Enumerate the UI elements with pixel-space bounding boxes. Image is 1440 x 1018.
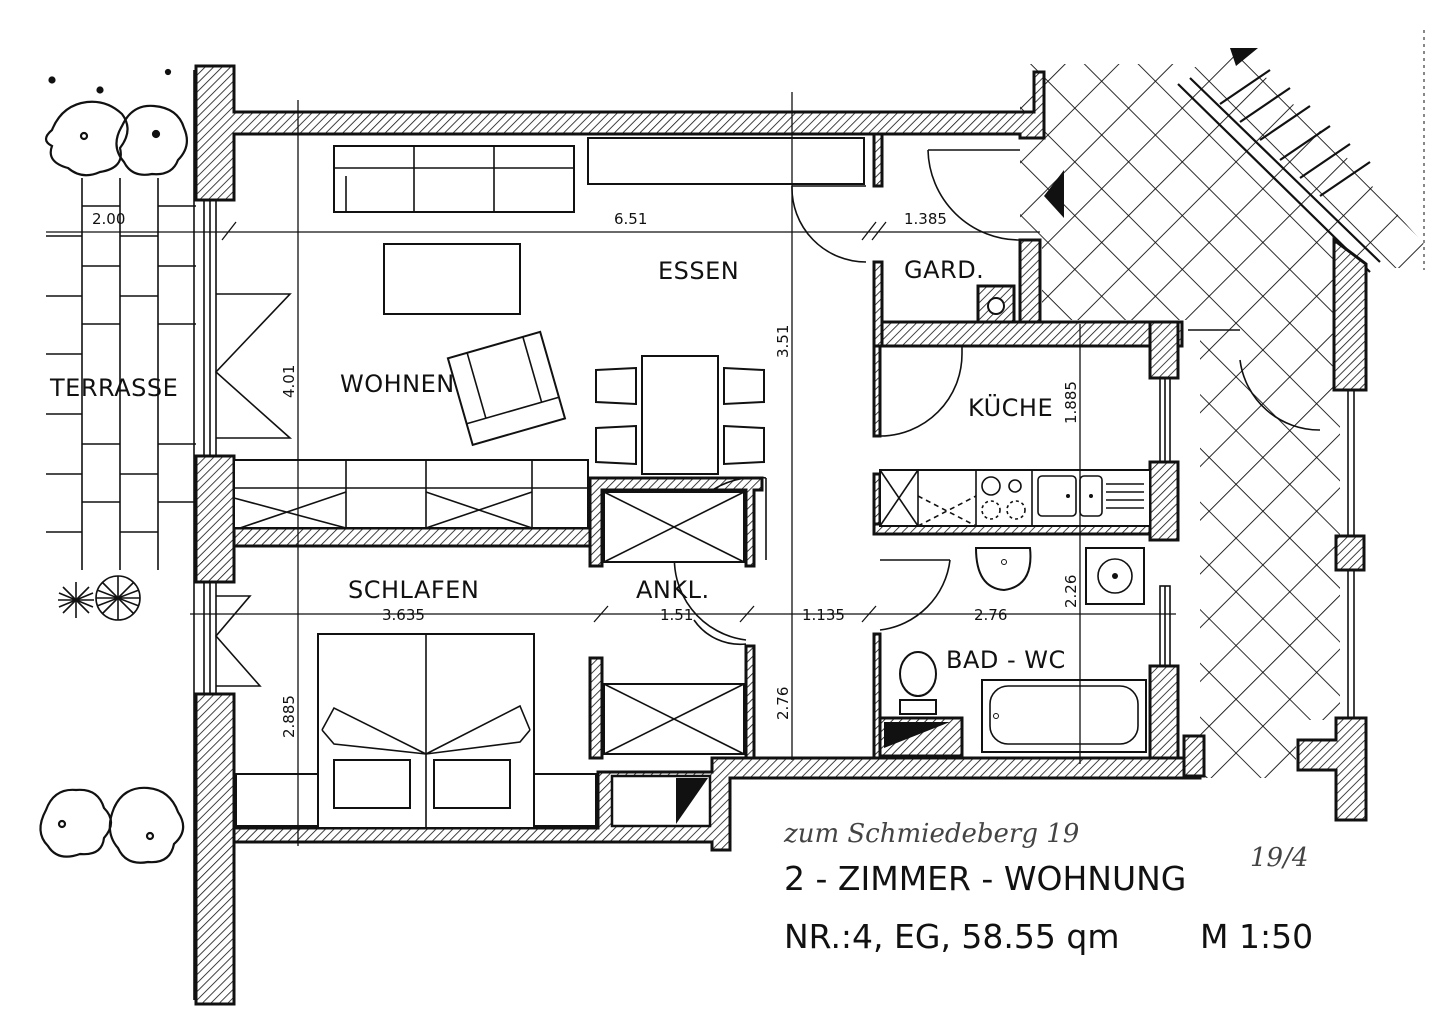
room-label-wohnen: WOHNEN (340, 370, 455, 398)
terrace-paving (46, 70, 196, 1000)
dim-flur-width: 1.135 (802, 606, 845, 624)
dimension-lines (46, 92, 1176, 846)
small-plant-icons (58, 575, 141, 621)
dim-ankl-width: 1.51 (660, 606, 693, 624)
dim-wohnen-depth: 4.01 (280, 365, 298, 398)
walls (194, 64, 1368, 1006)
room-label-gard: GARD. (904, 256, 984, 284)
shrub-icon-top (44, 68, 189, 177)
room-label-kueche: KÜCHE (968, 393, 1053, 422)
room-label-schlafen: SCHLAFEN (348, 576, 479, 604)
plan-subtitle: NR.:4, EG, 58.55 qm (784, 917, 1119, 956)
entrance-tile-area (1020, 30, 1425, 778)
dim-schlafen-depth: 2.885 (280, 695, 298, 738)
dimension-labels: 2.00 6.51 1.385 4.01 3.51 1.885 3.635 1.… (92, 210, 1080, 738)
windows (203, 199, 1355, 718)
room-label-ankl: ANKL. (636, 576, 710, 604)
dim-bad-depth: 2.26 (1062, 575, 1080, 608)
handwritten-unit-number: 19/4 (1250, 843, 1308, 873)
dim-terrasse-width: 2.00 (92, 210, 125, 228)
dim-bad-width: 2.76 (974, 606, 1007, 624)
plan-scale: M 1:50 (1200, 917, 1313, 956)
room-label-terrasse: TERRASSE (49, 374, 178, 402)
room-label-essen: ESSEN (658, 257, 739, 285)
dim-gard-width: 1.385 (904, 210, 947, 228)
dim-essen-depth: 3.51 (774, 325, 792, 358)
dim-wohnen-essen-width: 6.51 (614, 210, 647, 228)
handwritten-address: zum Schmiedeberg 19 (783, 819, 1079, 849)
shrub-icon-bottom (39, 786, 185, 864)
room-labels: TERRASSE WOHNEN ESSEN GARD. KÜCHE SCHLAF… (49, 256, 1066, 674)
dim-schlafen-width: 3.635 (382, 606, 425, 624)
plan-title: 2 - ZIMMER - WOHNUNG (784, 859, 1186, 898)
room-label-bad: BAD - WC (946, 646, 1066, 674)
title-block: zum Schmiedeberg 19 19/4 2 - ZIMMER - WO… (783, 819, 1313, 956)
entrance-arrow-icon (1230, 48, 1258, 66)
furniture (233, 137, 1151, 829)
entry-marker-icon (1044, 170, 1064, 218)
dim-kueche-depth: 1.885 (1062, 381, 1080, 424)
dim-flur-depth: 2.76 (774, 687, 792, 720)
